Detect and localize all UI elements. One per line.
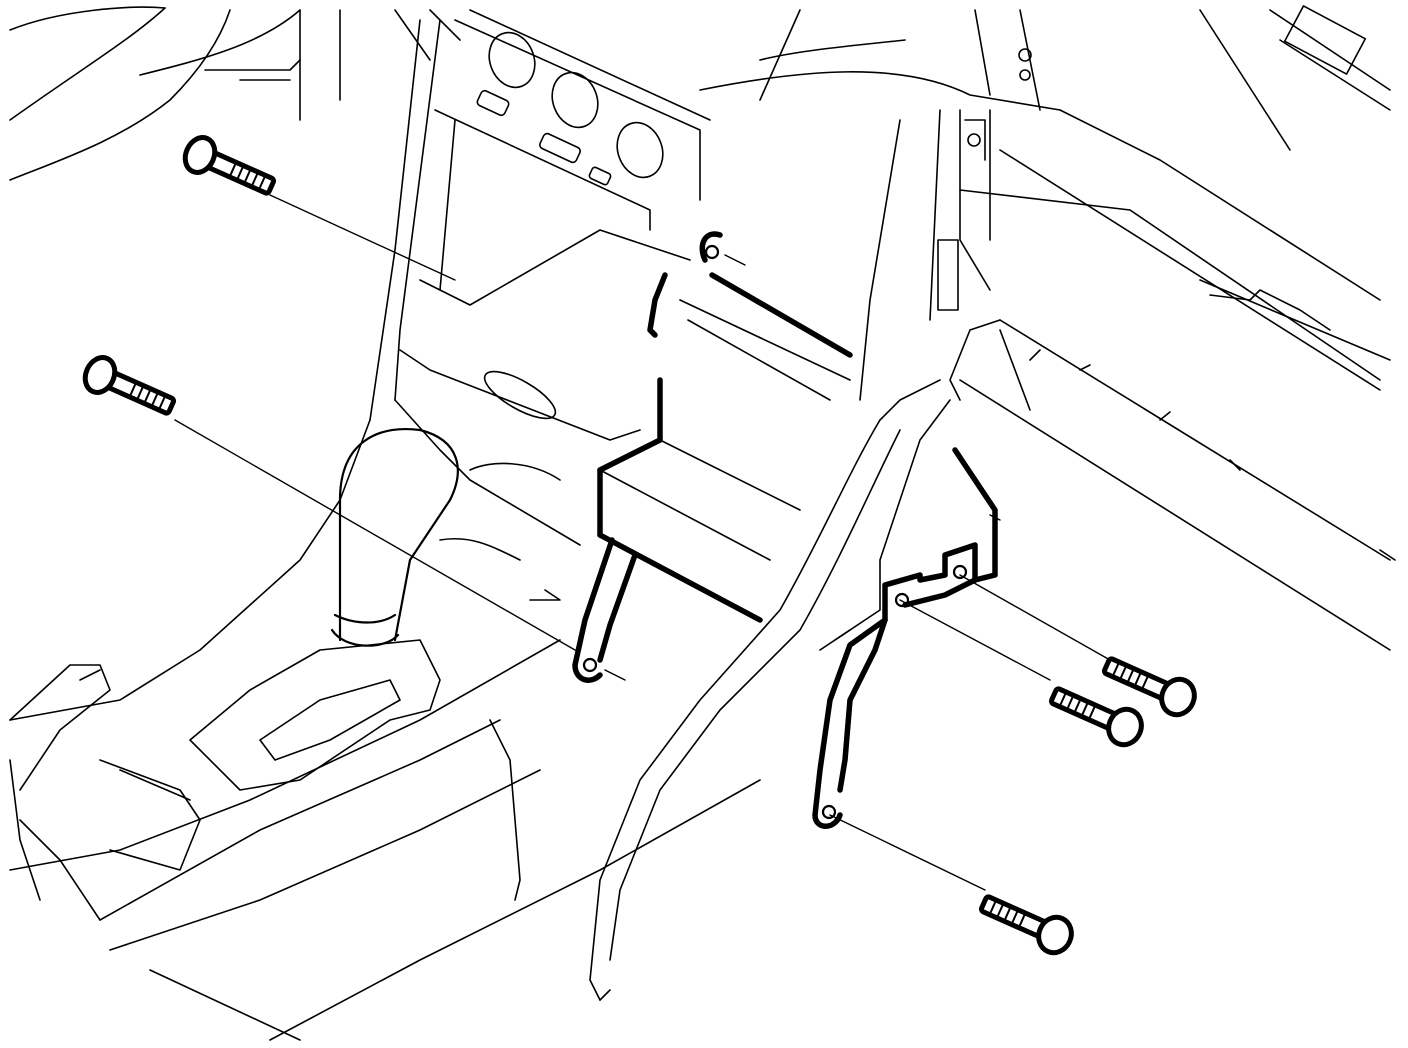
mounting-holes: [582, 244, 968, 820]
dashboard-outline: [9, 5, 1396, 651]
bolt-bottom: [978, 894, 1074, 956]
bracket-icon: [572, 231, 998, 829]
leader-lines: [174, 194, 1111, 891]
bolt-icon: [1101, 656, 1197, 718]
center-console: [9, 19, 761, 1041]
center-console-bracket: [572, 231, 998, 829]
bolt-icon: [978, 894, 1074, 956]
shifter-icon: [338, 428, 459, 642]
seat-frame: [589, 319, 1031, 1001]
bolt-right-upper: [1101, 656, 1197, 718]
vent-icon: [488, 31, 536, 89]
center-stack: [399, 9, 711, 441]
vent-icon: [551, 71, 599, 129]
vent-icon: [616, 121, 664, 179]
bolt-middle-left: [82, 355, 177, 416]
bolt-icon: [1048, 686, 1144, 748]
bolt-icon: [182, 135, 277, 196]
bolt-top-left: [182, 135, 277, 196]
bolt-right-middle: [1048, 686, 1144, 748]
gear-shift-lever: [189, 428, 561, 791]
bolt-icon: [82, 355, 177, 416]
